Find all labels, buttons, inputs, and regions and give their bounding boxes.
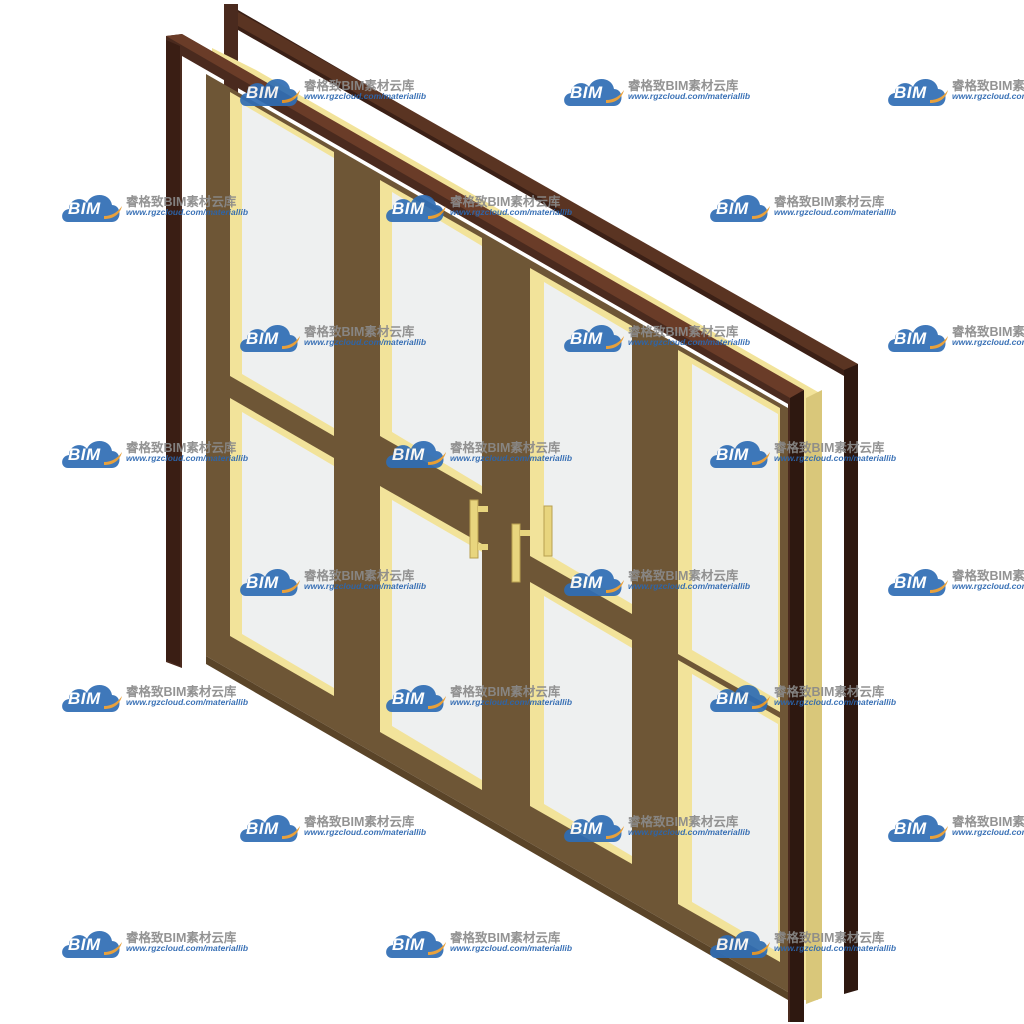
glass-pane (242, 104, 334, 428)
glass-pane (242, 412, 334, 688)
door-leaf-frame (206, 74, 788, 992)
glass-pane (544, 282, 632, 604)
glass-pane (392, 192, 482, 486)
glass-pane (692, 364, 778, 700)
glass-panels (230, 92, 780, 962)
glass-pane (692, 674, 778, 952)
bottom-rail (206, 656, 788, 1000)
outer-frame-back (224, 4, 858, 994)
outer-frame-front (166, 34, 804, 1022)
door-handles (469, 499, 553, 583)
glass-pane (544, 596, 632, 856)
